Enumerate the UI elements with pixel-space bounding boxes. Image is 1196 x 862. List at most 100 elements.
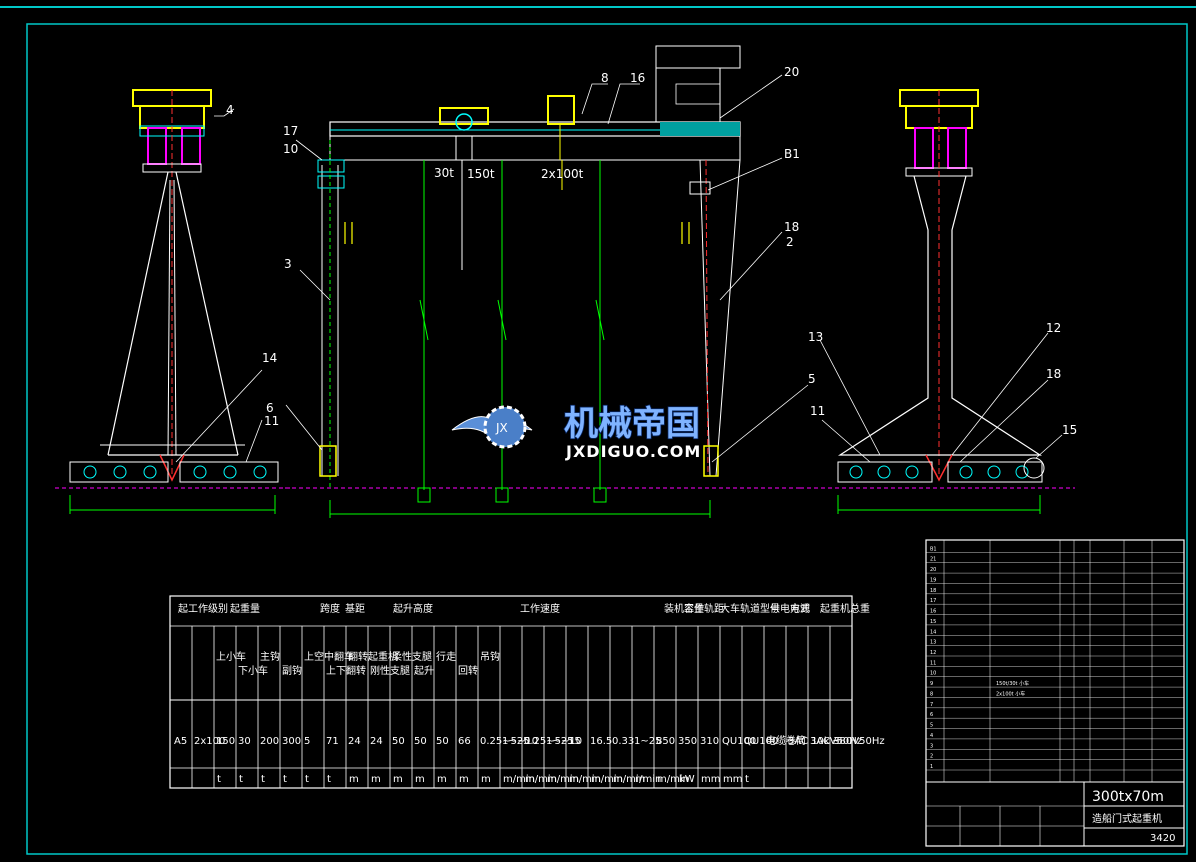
spec-value: 66 xyxy=(458,736,471,747)
spec-header-gauge: 工作轨距 xyxy=(684,602,724,615)
spec-value: 15 xyxy=(568,736,581,747)
front-view xyxy=(285,45,800,518)
parts-row-number: 12 xyxy=(930,650,936,656)
spec-header-weight: 起重机总重 xyxy=(820,602,870,615)
callout-2: 2 xyxy=(786,235,794,249)
drawing-title: 300tx70m xyxy=(1092,789,1164,805)
spec-value: 310 xyxy=(700,736,719,747)
parts-row-number: 15 xyxy=(930,619,936,625)
spec-value: 电缆卷筒 xyxy=(766,734,806,747)
spec-unit: mm xyxy=(723,774,742,785)
leader-lines xyxy=(175,74,1063,463)
callout-6: 6 xyxy=(266,401,274,415)
watermark: JX 机械帝国 JXDIGUO.COM xyxy=(451,403,701,461)
spec-value: 0.33 xyxy=(612,736,634,747)
parts-row-number: 20 xyxy=(930,567,936,573)
parts-row-number: 9 xyxy=(930,681,933,687)
spec-subheader: 主钩 xyxy=(260,651,280,663)
parts-row-number: 6 xyxy=(930,712,933,718)
watermark-english: JXDIGUO.COM xyxy=(565,442,701,461)
spec-unit: m/min xyxy=(525,774,557,785)
spec-subheader: 下小车 xyxy=(238,664,268,677)
spec-unit: m xyxy=(459,774,469,785)
spec-value: 0.25~5~10 xyxy=(524,736,582,747)
parts-row-number: 3 xyxy=(930,743,933,749)
parts-row-name: 2x100t 小车 xyxy=(996,690,1025,697)
spec-header-supply: 供电方式 xyxy=(770,602,810,615)
spec-header-source: 电源 xyxy=(790,602,810,615)
callout-15: 15 xyxy=(1062,423,1077,437)
spec-unit: m/min xyxy=(503,774,535,785)
spec-value: 5 xyxy=(304,736,310,747)
gear-logo-icon xyxy=(483,405,527,449)
spec-value: 30 xyxy=(238,736,251,747)
parts-row-number: 2 xyxy=(930,754,933,760)
callout-8: 8 xyxy=(601,71,609,85)
callout-3: 3 xyxy=(284,257,292,271)
callout-20: 20 xyxy=(784,65,799,79)
callout-16: 16 xyxy=(630,71,645,85)
spec-subheader: 上空中翻车 xyxy=(304,650,354,663)
spec-subheader: 刚性支腿 xyxy=(370,664,410,677)
spec-value: 850 xyxy=(656,736,675,747)
spec-value: 50 xyxy=(392,736,405,747)
spec-value: QU100 xyxy=(722,736,756,747)
spec-unit: m xyxy=(415,774,425,785)
spec-subheader: 吊钩 xyxy=(480,651,500,663)
watermark-badge: JX xyxy=(495,421,508,435)
callout-5: 5 xyxy=(808,372,816,386)
spec-header-lift: 起升高度 xyxy=(393,602,433,615)
spec-subheader: 柔性支腿 xyxy=(392,650,432,663)
spec-unit: t xyxy=(261,774,265,785)
callouts: 4 8 16 20 17 10 3 B1 18 2 14 11 6 5 13 1… xyxy=(226,65,1077,437)
spec-unit: kW xyxy=(679,774,695,785)
spec-value: 24 xyxy=(348,736,361,747)
spec-unit: mm xyxy=(701,774,720,785)
parts-row-number: 21 xyxy=(930,557,936,563)
spec-unit: t xyxy=(217,774,221,785)
parts-row-number: 8 xyxy=(930,691,933,697)
spec-unit: m/min xyxy=(657,774,689,785)
spec-unit: m/min xyxy=(613,774,645,785)
spec-header-rail: 大车轨道型号 xyxy=(720,602,780,615)
sheet-top-rule xyxy=(0,6,1196,8)
spec-unit: r/min xyxy=(635,774,661,785)
callout-13: 13 xyxy=(808,330,823,344)
spec-value: 71 xyxy=(326,736,339,747)
callout-10: 10 xyxy=(283,142,298,156)
spec-value: 50 xyxy=(436,736,449,747)
spec-subheader: 翻转起重机 xyxy=(348,650,398,663)
spec-value: 3AC 380V50Hz xyxy=(810,736,885,747)
spec-unit: m xyxy=(481,774,491,785)
spec-value: 300 xyxy=(282,736,301,747)
spec-subheader: 副钩 xyxy=(282,665,302,677)
parts-row-number: 7 xyxy=(930,702,933,708)
left-side-view xyxy=(55,89,290,514)
spec-unit: m xyxy=(371,774,381,785)
spec-unit: t xyxy=(305,774,309,785)
spec-value: 2x100 xyxy=(194,736,225,747)
parts-row-number: 4 xyxy=(930,733,933,739)
parts-row-number: 11 xyxy=(930,660,936,666)
watermark-chinese: 机械帝国 xyxy=(564,404,700,444)
callout-12: 12 xyxy=(1046,321,1061,335)
spec-value: 3AC 10kV50Hz xyxy=(788,736,862,747)
callout-B1: B1 xyxy=(784,147,800,161)
drawing-subtitle: 造船门式起重机 xyxy=(1092,812,1162,825)
spec-header-capacity: 起重量 xyxy=(230,602,260,615)
spec-value: 350 xyxy=(678,736,697,747)
capacity-30t: 30t xyxy=(434,166,454,180)
spec-value: QU100 xyxy=(744,736,778,747)
spec-header-wheelbase: 基距 xyxy=(345,602,365,615)
parts-row-number: 14 xyxy=(930,629,936,635)
spec-unit: t xyxy=(239,774,243,785)
capacity-150t: 150t xyxy=(467,167,495,181)
spec-value: 0.25~5~10 xyxy=(480,736,538,747)
spec-unit: m xyxy=(393,774,403,785)
parts-row-number: 18 xyxy=(930,588,936,594)
spec-value: 200 xyxy=(260,736,279,747)
spec-header-span: 跨度 xyxy=(320,602,340,615)
spec-header-power: 装机容量 xyxy=(664,602,704,615)
